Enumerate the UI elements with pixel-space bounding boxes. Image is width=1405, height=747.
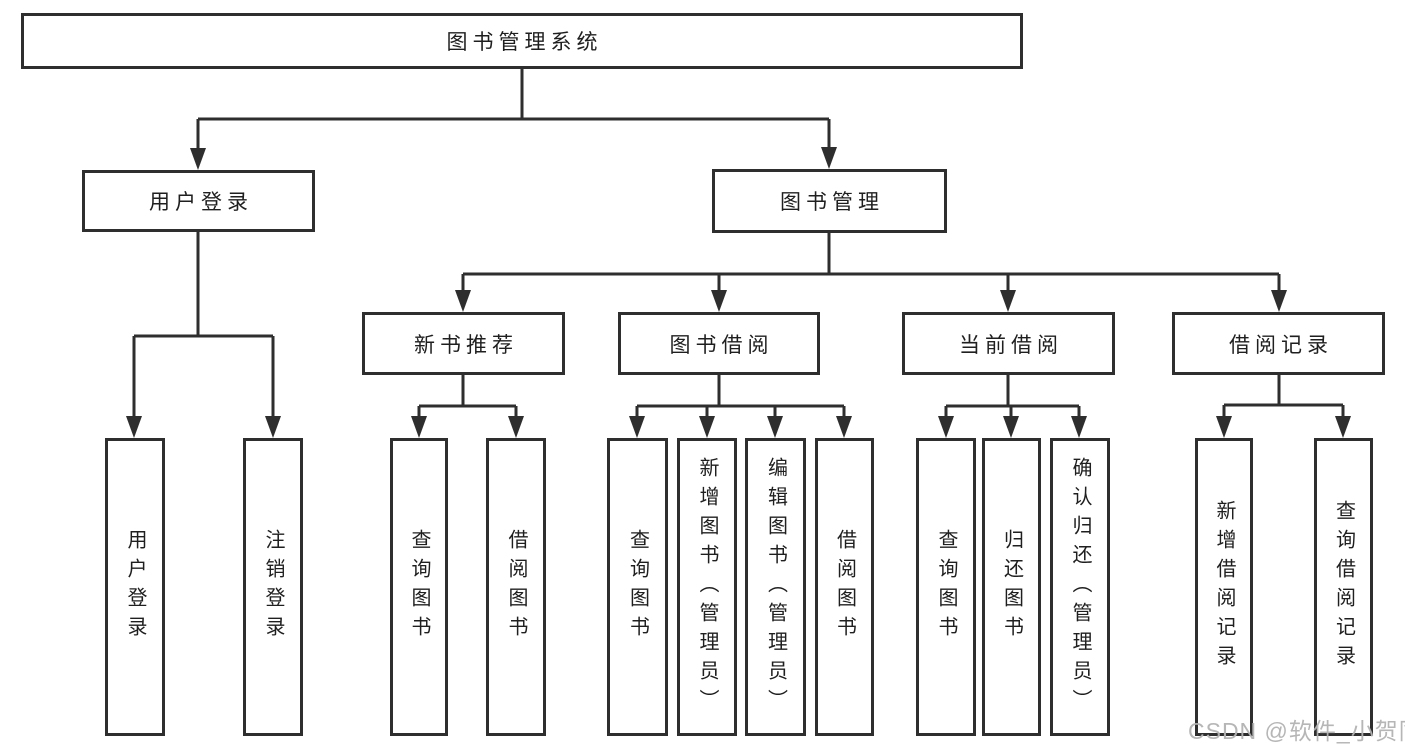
leaf-add-borrow-record: 新增借阅记录 [1195,438,1253,736]
arrowhead [265,416,281,438]
leaf-add-books-admin: 新增图书（管理员） [677,438,737,736]
leaf-query-books-borrowing: 查询图书 [607,438,668,736]
node-borrowing-records: 借阅记录 [1172,312,1385,375]
node-label: 注销登录 [262,529,284,645]
csdn-watermark: CSDN @软件_小贺同学 [1188,718,1405,744]
node-library-management-system: 图书管理系统 [21,13,1023,69]
node-label: 查询图书 [626,529,649,645]
node-label: 借阅记录 [1229,333,1333,357]
arrowhead [1271,290,1287,312]
arrowhead [767,416,783,438]
leaf-return-books: 归还图书 [982,438,1041,736]
node-current-borrowing: 当前借阅 [902,312,1115,375]
arrowhead [699,416,715,438]
node-book-management: 图书管理 [712,169,947,233]
node-label: 查询图书 [935,529,957,645]
node-label: 新增借阅记录 [1213,500,1235,674]
node-label: 新增图书（管理员） [696,456,718,718]
node-book-borrowing: 图书借阅 [618,312,820,375]
arrowhead [1335,416,1351,438]
arrowhead [455,290,471,312]
arrowhead [821,147,837,169]
arrowhead [629,416,645,438]
node-label: 图书管理系统 [446,31,603,54]
node-label: 新书推荐 [414,333,518,357]
leaf-query-books-recommend: 查询图书 [390,438,448,736]
arrowhead [1000,290,1016,312]
node-label: 归还图书 [1000,529,1023,645]
leaf-confirm-return-admin: 确认归还（管理员） [1050,438,1110,736]
arrowhead [508,416,524,438]
arrowhead [711,290,727,312]
node-label: 编辑图书（管理员） [764,456,787,718]
node-label: 借阅图书 [833,529,856,645]
arrowhead [1216,416,1232,438]
leaf-borrow-books-recommend: 借阅图书 [486,438,546,736]
arrowhead [1071,416,1087,438]
arrowhead [411,416,427,438]
node-label: 查询借阅记录 [1332,500,1355,674]
node-new-book-recommend: 新书推荐 [362,312,565,375]
arrowhead [1003,416,1019,438]
node-label: 用户登录 [149,191,253,214]
arrowhead [126,416,142,438]
leaf-user-login: 用户登录 [105,438,165,736]
arrowhead [836,416,852,438]
leaf-query-books-current: 查询图书 [916,438,976,736]
node-label: 图书管理 [780,191,884,214]
node-label: 查询图书 [408,529,430,645]
leaf-edit-books-admin: 编辑图书（管理员） [745,438,806,736]
leaf-logout: 注销登录 [243,438,303,736]
node-label: 确认归还（管理员） [1069,456,1091,718]
node-label: 图书借阅 [669,333,774,357]
arrowhead [190,148,206,170]
node-label: 当前借阅 [959,333,1063,357]
leaf-borrow-books: 借阅图书 [815,438,874,736]
node-label: 用户登录 [124,529,146,645]
arrowhead [938,416,954,438]
node-user-login: 用户登录 [82,170,315,232]
node-label: 借阅图书 [505,529,527,645]
leaf-query-borrow-record: 查询借阅记录 [1314,438,1373,736]
